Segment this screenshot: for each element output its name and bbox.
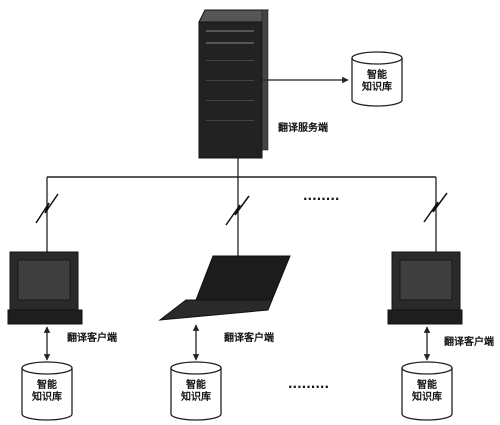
client3-db-label: 智能 知识库	[405, 380, 449, 404]
client1-label: 翻译客户端	[67, 333, 117, 344]
client1-db-line1: 智能	[37, 380, 57, 391]
client2-db-label: 智能 知识库	[174, 380, 218, 404]
server-db-line2: 知识库	[362, 82, 392, 93]
client2-laptop-icon	[158, 255, 291, 321]
client2-lightning-icon	[225, 195, 250, 226]
server-database-icon	[351, 51, 403, 107]
client3-lightning-icon	[423, 192, 448, 223]
client2-db-line1: 智能	[186, 380, 206, 391]
client2-database-icon	[170, 361, 222, 421]
client1-lightning-icon	[35, 193, 59, 224]
client3-db-line1: 智能	[417, 380, 437, 391]
server-tower-icon	[198, 9, 269, 159]
client2-db-line2: 知识库	[181, 392, 211, 403]
client1-db-line2: 知识库	[32, 392, 62, 403]
ellipsis-top: ........	[303, 189, 340, 203]
client3-computer-icon	[387, 251, 463, 325]
client3-database-icon	[401, 361, 453, 421]
client2-label: 翻译客户端	[224, 333, 274, 344]
client1-db-label: 智能 知识库	[25, 380, 69, 404]
server-db-label: 智能 知识库	[355, 70, 399, 94]
client1-computer-icon	[7, 251, 83, 325]
server-label: 翻译服务端	[278, 123, 328, 134]
client1-database-icon	[21, 361, 73, 421]
client3-db-line2: 知识库	[412, 392, 442, 403]
client3-label: 翻译客户端	[444, 337, 494, 348]
ellipsis-bottom: .........	[288, 377, 330, 391]
server-db-line1: 智能	[367, 70, 387, 81]
